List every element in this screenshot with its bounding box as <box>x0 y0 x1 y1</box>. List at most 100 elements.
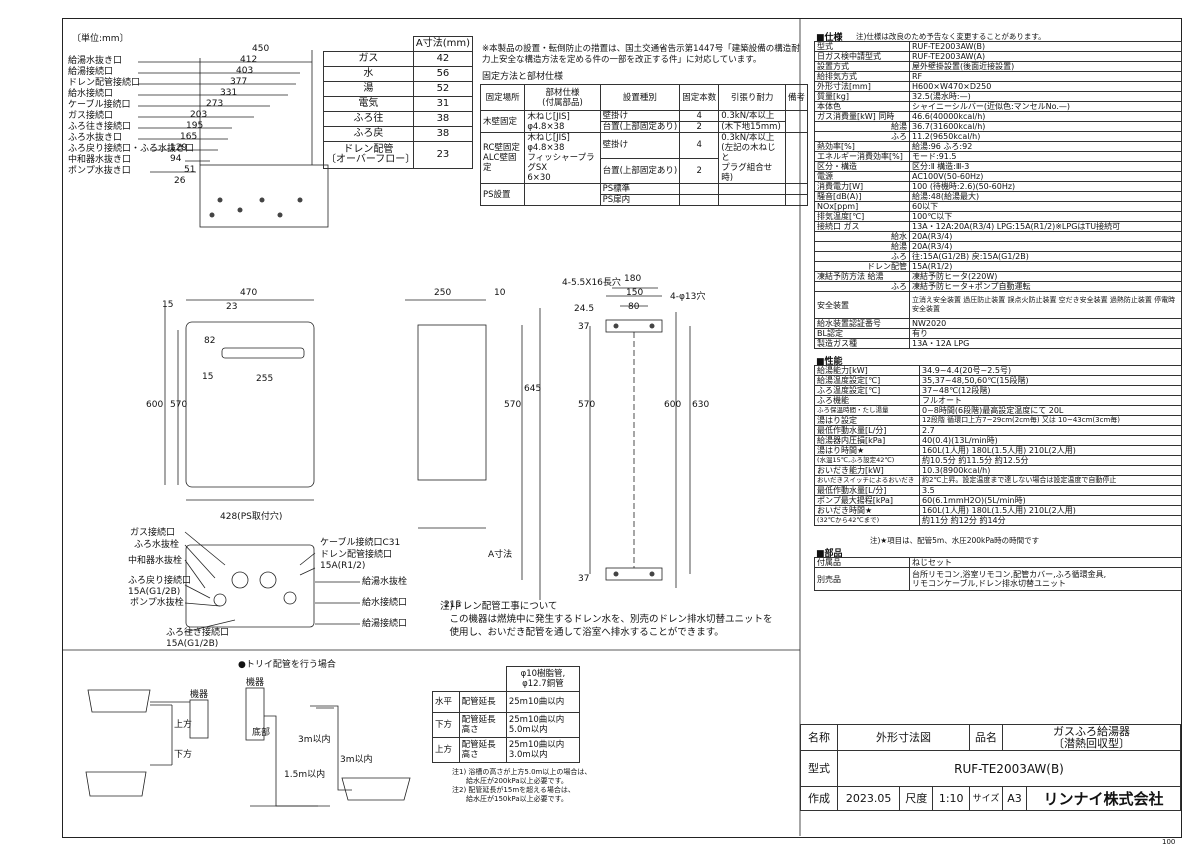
spec-value: H600×W470×D250 <box>909 81 1182 92</box>
fix-header: 備考 <box>784 84 809 111</box>
spec-value: シャイニーシルバー(近似色:マンセルNo.—) <box>909 101 1182 112</box>
spec-key: 本体色 <box>814 101 910 112</box>
pipe-label-d1: 3m以内 <box>298 735 331 745</box>
spec-key: 消費電力[W] <box>814 181 910 192</box>
spec-value: 給湯:96 ふろ:92 <box>909 141 1182 152</box>
dim-377: 377 <box>230 77 248 87</box>
perf-key: 湯はり設定 <box>814 415 920 426</box>
spec-value: 20A(R3/4) <box>909 231 1182 242</box>
tb-date: 2023.05 <box>836 786 901 811</box>
perf-table: 給湯能力[kW]34.9~4.4(20号~2.5号) 給湯温度設定[℃]35,3… <box>814 365 1182 526</box>
a-row-label: 水 <box>323 66 414 82</box>
perf-value: 160L(1人用) 180L(1.5人用) 210L(2人用) <box>919 445 1182 456</box>
fix-cell: (木下地15mm) <box>718 121 786 133</box>
bl-gas: ガス接続口 <box>130 528 176 538</box>
a-row-label: 湯 <box>323 81 414 97</box>
back-hole-round: 4-φ13穴 <box>670 292 706 302</box>
a-row-label: ガス <box>323 51 414 67</box>
perf-key: (32℃から42℃まで) <box>814 515 920 526</box>
left-labels: 給湯水抜き口 給湯接続口 ドレン配管接続口 給水接続口 ケーブル接続口 ガス接続… <box>68 56 194 177</box>
perf-key: ふろ保温時間・たし湯量 <box>814 405 920 416</box>
parts-value: 台所リモコン,浴室リモコン,配管カバー,ふろ循環金具, リモコンケーブル,ドレン… <box>909 567 1182 591</box>
a-row-label: 電気 <box>323 96 414 112</box>
side-dim-570: 570 <box>504 400 522 410</box>
pipe-label-kiki: 機器 <box>190 690 209 700</box>
spec-key: 給排気方式 <box>814 71 910 82</box>
bl-pump: ポンプ水抜栓 <box>130 598 184 608</box>
fix-header: 引張り耐力 <box>718 84 786 111</box>
perf-value: 34.9~4.4(20号~2.5号) <box>919 365 1182 376</box>
perf-value: 約2℃上昇。設定温度まで達しない場合は設定温度で自動停止 <box>919 475 1182 486</box>
spec-value: モード:91.5 <box>909 151 1182 162</box>
spec-key: 熱効率[%] <box>814 141 910 152</box>
spec-value: RF <box>909 71 1182 82</box>
a-row-value: 23 <box>412 141 474 169</box>
dim-412: 412 <box>240 55 258 65</box>
fix-header: 固定場所 <box>479 84 526 111</box>
perf-key: おいだき時間★ <box>814 505 920 516</box>
parts-table: 付属品ねじセット 別売品台所リモコン,浴室リモコン,配管カバー,ふろ循環金具, … <box>814 557 1182 591</box>
fix-title: 固定方法と部材仕様 <box>482 72 564 82</box>
a-row-label: ふろ戻 <box>323 126 414 142</box>
label-drain: ドレン配管接続口 <box>68 78 141 88</box>
fix-cell: PS設置 <box>479 183 526 206</box>
br-kyusui: 給水接続口 <box>362 598 408 608</box>
tb-model: RUF-TE2003AW(B) <box>837 750 1181 787</box>
pipe-notes: 注1) 浴槽の高さが上方5.0m以上の場合は、 給水圧が200kPa以上必要です… <box>452 768 592 803</box>
back-dim-37: 37 <box>578 322 590 332</box>
a-table-header: A寸法(mm) <box>412 36 474 52</box>
spec-value: 32.5(湯水時:—) <box>909 91 1182 102</box>
spec-key: 排気温度[℃] <box>814 211 910 222</box>
side-dim-10: 10 <box>494 288 506 298</box>
perf-key: ふろ機能 <box>814 395 920 406</box>
spec-key: 製造ガス種 <box>814 338 910 349</box>
drawing-frame <box>62 18 1182 838</box>
perf-value: 40(0.4)(13L/min時) <box>919 435 1182 446</box>
spec-key: ふろ <box>814 281 910 292</box>
parts-key: 付属品 <box>814 557 910 568</box>
label-gas: ガス接続口 <box>68 111 114 121</box>
spec-key: 給湯 <box>814 121 910 132</box>
pipe-label-shita: 下方 <box>174 750 193 760</box>
front-dim-15: 15 <box>162 300 174 310</box>
side-view-outline <box>417 324 487 481</box>
spec-key: BL認定 <box>814 328 910 339</box>
page-number: 100 <box>1162 838 1176 846</box>
front-dim-570: 570 <box>170 400 188 410</box>
spec-value: 15A(R1/2) <box>909 261 1182 272</box>
spec-key: 給水装置認証番号 <box>814 318 910 329</box>
front-dim-255: 255 <box>256 374 274 384</box>
dim-51: 51 <box>184 165 196 175</box>
perf-title: ■性能 <box>816 357 843 367</box>
pipe-title: ●トリイ配管を行う場合 <box>238 660 336 670</box>
br-kyuto: 給湯接続口 <box>362 619 408 629</box>
perf-value: 37~48℃(12段階) <box>919 385 1182 396</box>
pipe-cell: 水平 <box>432 691 460 713</box>
perf-key: ふろ温度設定[℃] <box>814 385 920 396</box>
dim-129: 129 <box>170 143 188 153</box>
fix-header: 部材仕様 (付属部品) <box>524 84 601 111</box>
spec-value: RUF-TE2003AW(A) <box>909 51 1182 62</box>
title-block: 名称 外形寸法図 品名 ガスふろ給湯器 〔潜熱回収型〕 型式 RUF-TE200… <box>800 724 1182 811</box>
pipe-cell: 配管延長 高さ <box>458 712 507 738</box>
back-dim-600: 600 <box>664 400 682 410</box>
tb-name-label: 名称 <box>800 724 838 751</box>
unit-label: 〔単位:mm〕 <box>72 34 129 44</box>
fix-cell: PS標準 <box>599 183 681 195</box>
parts-key: 別売品 <box>814 567 910 591</box>
perf-value: フルオート <box>919 395 1182 406</box>
pipe-cell: 下方 <box>432 712 460 738</box>
front-dim-600: 600 <box>146 400 164 410</box>
spec-key: 型式 <box>814 41 910 52</box>
spec-value: 立消え安全装置 過圧防止装置 誤点火防止装置 空だき安全装置 過熱防止装置 停電… <box>909 291 1182 319</box>
a-row-value: 52 <box>412 81 474 97</box>
spec-key: ガス消費量[kW] 同時 <box>814 111 910 122</box>
back-hole-slot: 4-5.5X16長穴 <box>562 278 621 288</box>
front-dim-23: 23 <box>226 302 238 312</box>
perf-value: 約11分 約12分 約14分 <box>919 515 1182 526</box>
label-chuwaki: 中和器水抜き口 <box>68 155 132 165</box>
spec-value: 60以下 <box>909 201 1182 212</box>
side-dim-645: 645 <box>524 384 542 394</box>
pipe-header: φ10樹脂管, φ12.7銅管 <box>505 666 581 692</box>
bottom-view-outline <box>185 544 315 628</box>
